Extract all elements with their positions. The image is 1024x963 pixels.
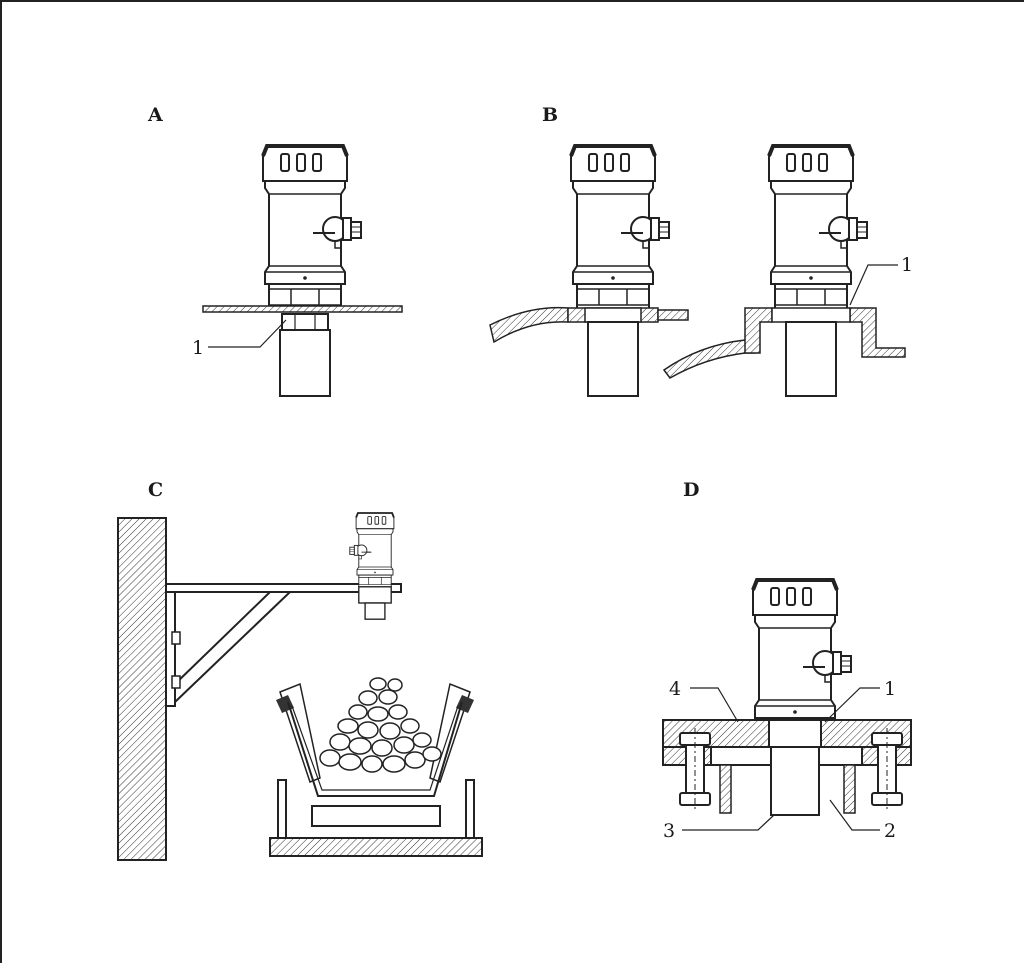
panel-label-b: B: [542, 104, 558, 126]
panel-c: C: [117, 479, 483, 861]
mounting-plate-a: [202, 305, 403, 313]
bracket-strut: [174, 591, 293, 705]
callout-a-1: 1: [192, 337, 204, 359]
panel-label-c: C: [148, 479, 163, 501]
counter-nut-a: [281, 313, 329, 331]
probe-a: [279, 329, 331, 397]
curved-wall-b-left: [489, 306, 569, 344]
callout-d-4: 4: [669, 678, 681, 700]
callout-d-3: 3: [663, 820, 675, 842]
nozzle-b-right-right: [849, 307, 906, 358]
sensor-b-right: [767, 144, 869, 312]
bracket-post: [165, 591, 176, 707]
probe-b-left: [587, 321, 639, 397]
sensor-b-left: [569, 144, 671, 312]
panel-label-a: A: [147, 104, 163, 126]
curved-wall-b-right: [662, 339, 756, 379]
bolt-right: [871, 728, 903, 812]
bulk-material: [319, 677, 442, 773]
callout-d-2: 2: [884, 820, 896, 842]
callout-b-1: 1: [901, 254, 913, 276]
panel-b: B 1: [489, 104, 913, 397]
conveyor-base: [269, 837, 483, 857]
probe-d: [770, 746, 820, 816]
sensor-c: [348, 512, 395, 620]
probe-b-right: [785, 321, 837, 397]
bolt-left: [679, 728, 711, 812]
conveyor-roller: [311, 805, 441, 827]
panel-a: A 1: [147, 104, 403, 397]
sensor-a: [261, 144, 363, 312]
panel-d: D 4 1 3 2: [662, 479, 912, 842]
wall: [117, 517, 167, 861]
panel-label-d: D: [683, 479, 699, 501]
callout-d-1: 1: [884, 678, 896, 700]
nozzle-b-right-left: [744, 307, 773, 354]
